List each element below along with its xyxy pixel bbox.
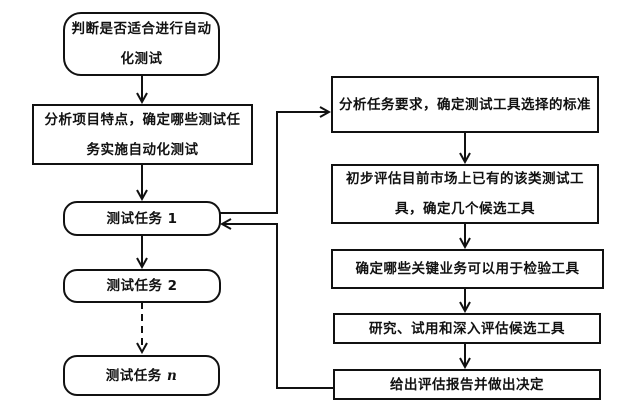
node-research-trial: 研究、试用和深入评估候选工具 xyxy=(333,313,601,344)
edge-report-decision-to-task-1 xyxy=(222,224,333,389)
node-key-business: 确定哪些关键业务可以用于检验工具 xyxy=(331,249,604,289)
node-task-2: 测试任务 2 xyxy=(63,269,221,303)
node-analyze-requirements-label: 分析任务要求，确定测试工具选择的标准 xyxy=(339,96,591,113)
node-task-n: 测试任务 n xyxy=(63,355,220,396)
node-analyze-project-label: 分析项目特点，确定哪些测试任务实施自动化测试 xyxy=(44,111,241,158)
node-research-trial-label: 研究、试用和深入评估候选工具 xyxy=(369,320,565,337)
node-decide-label: 判断是否适合进行自动化测试 xyxy=(71,21,212,67)
node-task-1: 测试任务 1 xyxy=(63,201,221,236)
node-task-1-label: 测试任务 1 xyxy=(106,210,178,227)
node-task-n-label-prefix: 测试任务 xyxy=(105,367,167,384)
node-analyze-project: 分析项目特点，确定哪些测试任务实施自动化测试 xyxy=(32,104,253,165)
node-initial-evaluation: 初步评估目前市场上已有的该类测试工具，确定几个候选工具 xyxy=(331,164,599,224)
edge-task-1-to-analyze-requirements xyxy=(220,112,329,214)
node-report-decision-label: 给出评估报告并做出决定 xyxy=(390,376,544,393)
node-analyze-requirements: 分析任务要求，确定测试工具选择的标准 xyxy=(331,76,599,133)
node-initial-evaluation-label: 初步评估目前市场上已有的该类测试工具，确定几个候选工具 xyxy=(346,171,584,217)
node-task-n-label-n: n xyxy=(166,367,178,384)
node-report-decision: 给出评估报告并做出决定 xyxy=(333,369,601,400)
node-decide: 判断是否适合进行自动化测试 xyxy=(63,12,220,76)
node-task-2-label: 测试任务 2 xyxy=(106,278,178,294)
node-key-business-label: 确定哪些关键业务可以用于检验工具 xyxy=(355,261,580,277)
